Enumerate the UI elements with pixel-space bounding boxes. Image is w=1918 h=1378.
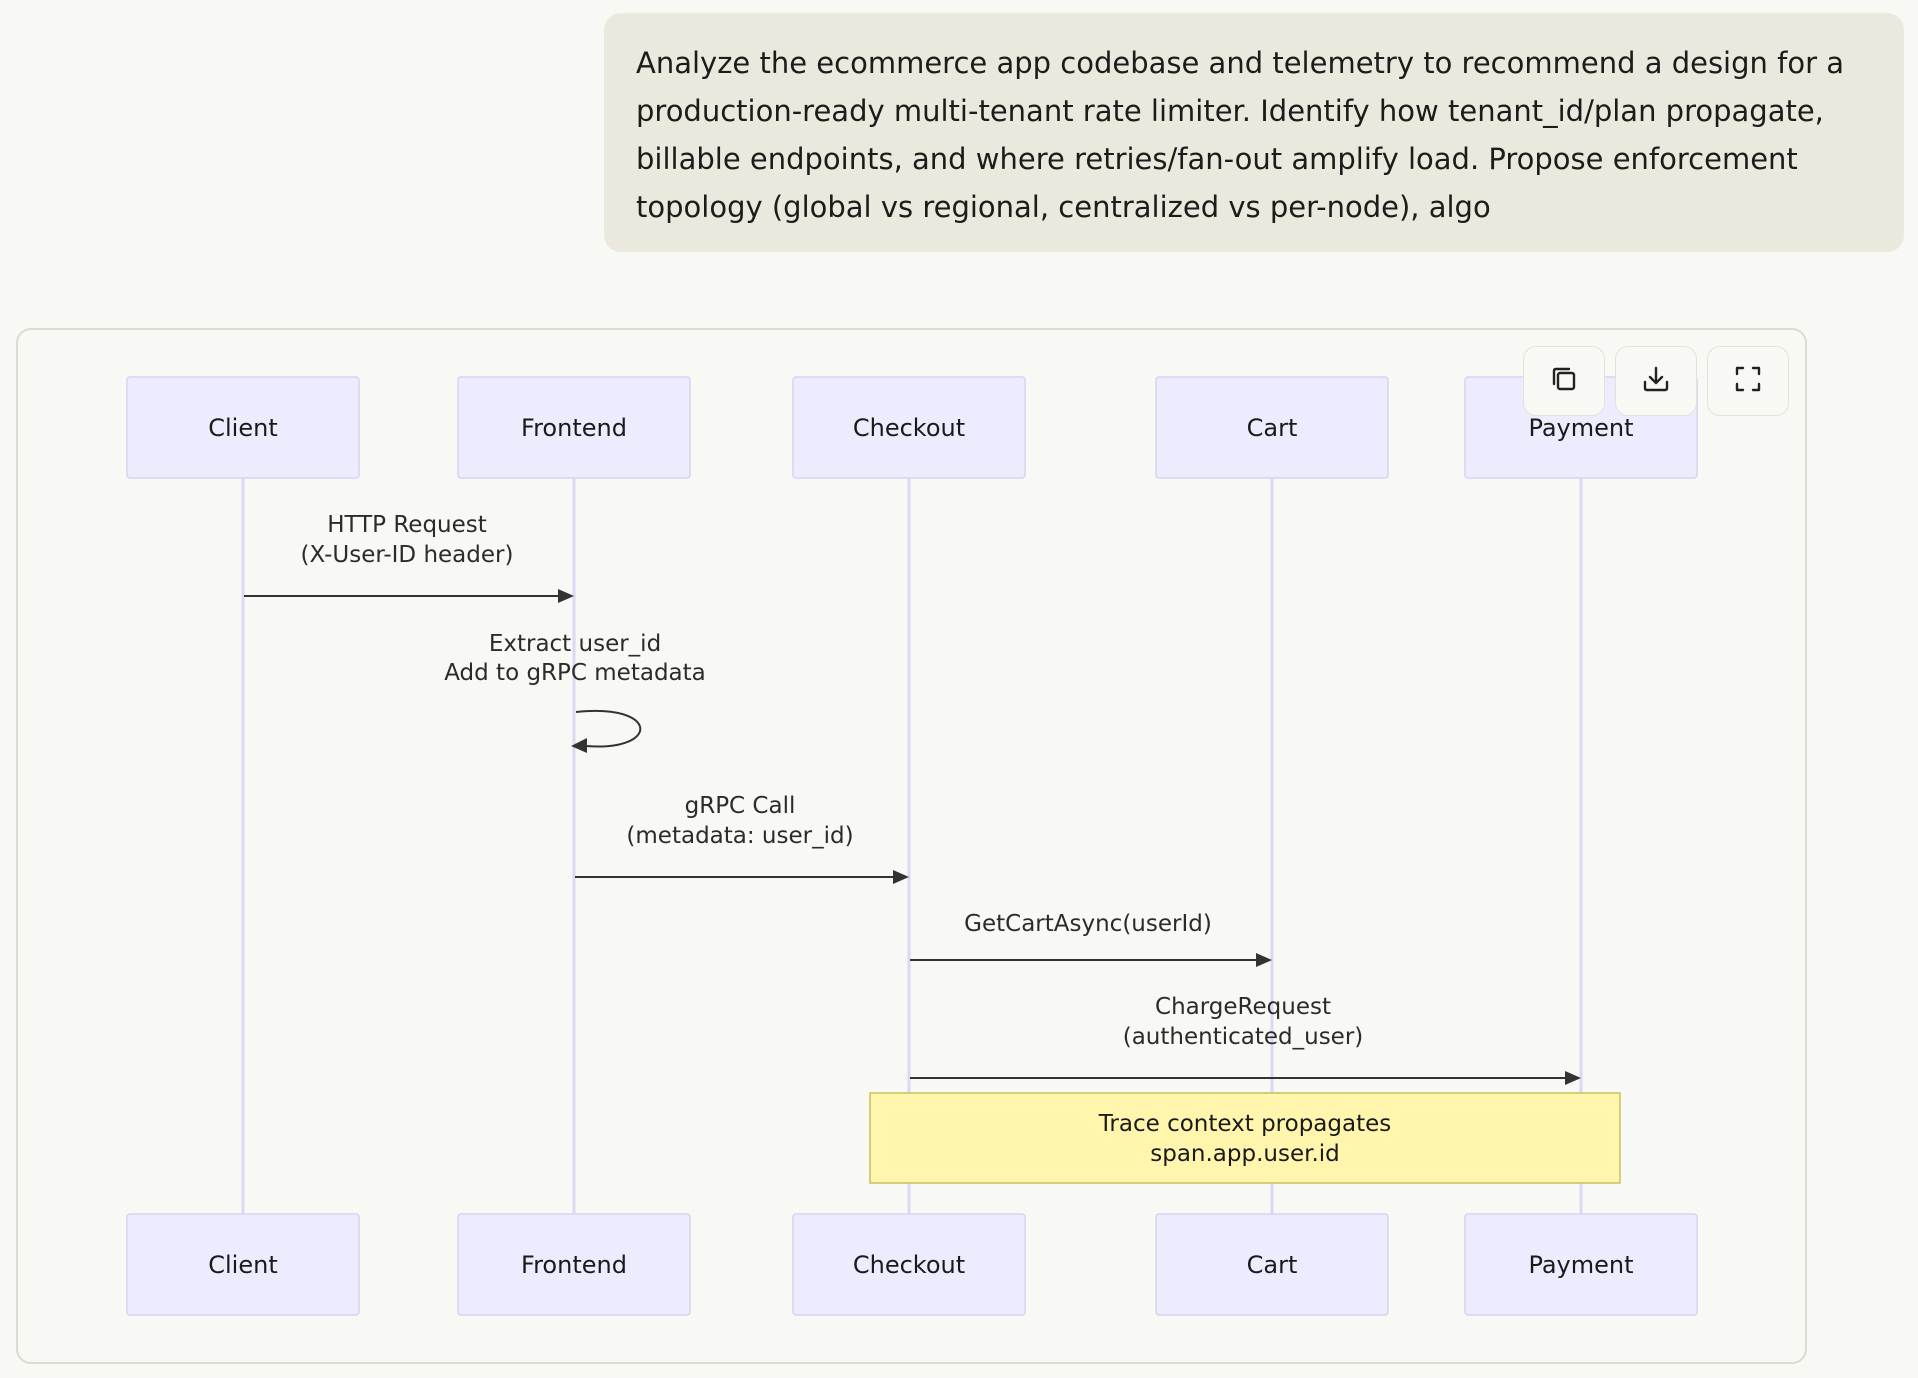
- actor-frontend-bottom: Frontend: [457, 1213, 691, 1316]
- message-label: (X-User-ID header): [301, 542, 514, 568]
- actor-frontend-top: Frontend: [457, 376, 691, 479]
- actor-label: Checkout: [853, 1251, 965, 1279]
- actor-client-top: Client: [126, 376, 360, 479]
- message-label: gRPC Call: [685, 793, 796, 819]
- actor-label: Cart: [1247, 1251, 1298, 1279]
- actor-label: Cart: [1247, 414, 1298, 442]
- arrowhead: [1565, 1071, 1581, 1085]
- message-grpc-call: gRPC Call (metadata: user_id): [575, 793, 909, 884]
- copy-icon: [1548, 363, 1580, 399]
- diagram-card: [16, 328, 1807, 1364]
- note-label: span.app.user.id: [1150, 1141, 1340, 1167]
- actor-checkout-top: Checkout: [792, 376, 1026, 479]
- fullscreen-button[interactable]: [1707, 346, 1789, 416]
- message-get-cart-async: GetCartAsync(userId): [910, 911, 1272, 967]
- actor-cart-bottom: Cart: [1155, 1213, 1389, 1316]
- arrowhead: [893, 870, 909, 884]
- message-http-request: HTTP Request (X-User-ID header): [244, 512, 574, 603]
- arrowhead: [1256, 953, 1272, 967]
- actor-client-bottom: Client: [126, 1213, 360, 1316]
- message-label: HTTP Request: [327, 512, 487, 538]
- fullscreen-icon: [1732, 363, 1764, 399]
- actor-cart-top: Cart: [1155, 376, 1389, 479]
- arrowhead: [571, 738, 587, 753]
- user-message-line: Analyze the ecommerce app codebase and t…: [636, 46, 1844, 80]
- message-label: (metadata: user_id): [626, 823, 853, 849]
- actor-label: Client: [208, 414, 277, 442]
- message-label: Extract user_id: [489, 631, 661, 657]
- actor-label: Payment: [1528, 1251, 1633, 1279]
- message-label: (authenticated_user): [1123, 1024, 1364, 1050]
- message-charge-request: ChargeRequest (authenticated_user): [910, 994, 1581, 1085]
- actor-label: Frontend: [521, 1251, 627, 1279]
- actor-label: Payment: [1528, 414, 1633, 442]
- actor-checkout-bottom: Checkout: [792, 1213, 1026, 1316]
- copy-button[interactable]: [1523, 346, 1605, 416]
- actor-label: Checkout: [853, 414, 965, 442]
- message-label: Add to gRPC metadata: [444, 660, 706, 686]
- user-message-line: production-ready multi-tenant rate limit…: [636, 94, 1824, 128]
- note-label: Trace context propagates: [1098, 1111, 1392, 1137]
- user-message-line: billable endpoints, and where retries/fa…: [636, 142, 1798, 176]
- message-label: GetCartAsync(userId): [964, 911, 1212, 937]
- user-message-bubble: Analyze the ecommerce app codebase and t…: [604, 13, 1904, 252]
- message-label: ChargeRequest: [1155, 994, 1331, 1020]
- actor-payment-bottom: Payment: [1464, 1213, 1698, 1316]
- actor-label: Frontend: [521, 414, 627, 442]
- message-extract-user-id: Extract user_id Add to gRPC metadata: [444, 631, 706, 753]
- download-icon: [1640, 363, 1672, 399]
- note-trace-context: Trace context propagates span.app.user.i…: [869, 1092, 1621, 1184]
- arrowhead: [558, 589, 574, 603]
- self-loop-arrow: [575, 709, 642, 748]
- download-button[interactable]: [1615, 346, 1697, 416]
- user-message-line: topology (global vs regional, centralize…: [636, 190, 1491, 224]
- actor-label: Client: [208, 1251, 277, 1279]
